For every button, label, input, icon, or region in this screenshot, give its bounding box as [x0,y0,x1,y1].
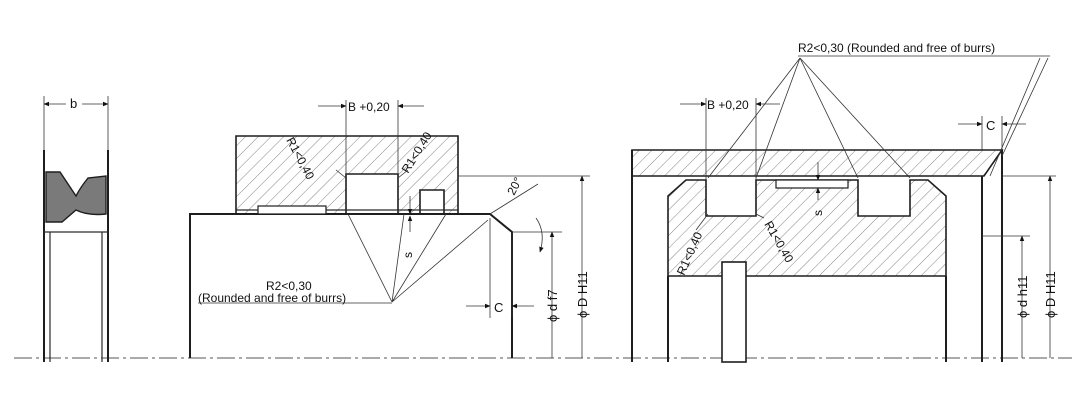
label-c-left: C [494,300,503,315]
label-b-tol-right: B +0,20 [707,98,749,112]
label-c-right: C [986,118,995,133]
label-s-right: s [811,210,825,216]
label-r2-left: R2<0,30 [266,279,312,293]
label-r2-right: R2<0,30 (Rounded and free of burrs) [798,41,995,55]
label-d-h11: ϕ d h11 [1015,276,1030,318]
right-housing: B +0,20 R2<0,30 (Rounded and free of bur… [631,41,1058,363]
seal-section: b [43,96,109,362]
middle-housing: B +0,20 R1<0,40 R1<0,40 s 20° R2<0,30 (R… [189,100,590,358]
label-b: b [70,96,77,111]
label-D-H11-right: ϕ D H11 [1043,271,1058,318]
label-s-left: s [401,252,415,258]
label-burrs-left: (Rounded and free of burrs) [198,291,346,305]
label-b-tol-left: B +0,20 [348,100,390,114]
label-D-H11-left: ϕ D H11 [575,271,590,318]
label-d-f7: ϕ d f7 [545,289,560,322]
